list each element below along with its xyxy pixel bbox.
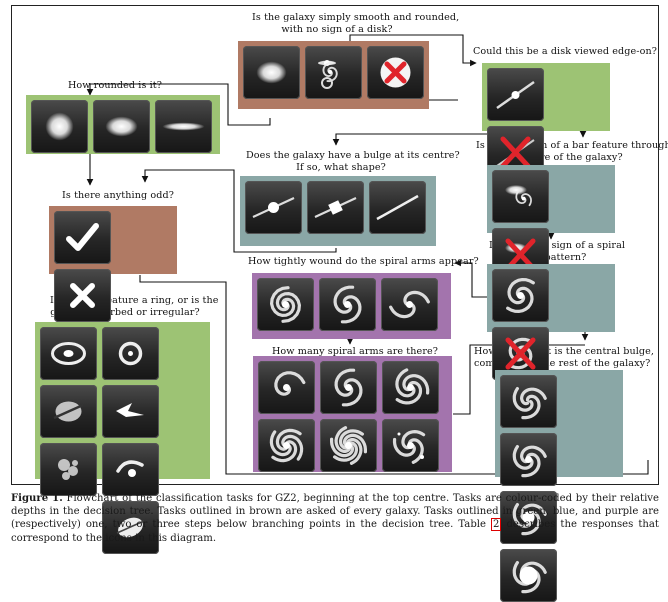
edge-on-yes-icon bbox=[496, 80, 535, 110]
no-bulge-prominence-option[interactable] bbox=[500, 375, 557, 428]
three-arms-icon bbox=[395, 368, 430, 405]
medium-arms-option[interactable] bbox=[319, 278, 376, 331]
figure-caption: Figure 1. Flowchart of the classificatio… bbox=[11, 492, 659, 545]
features-or-disk-option[interactable] bbox=[305, 46, 362, 99]
ring-icon bbox=[51, 342, 86, 365]
spiral-yes-icon bbox=[506, 277, 535, 314]
question-wound: How tightly wound do the spiral arms app… bbox=[248, 256, 479, 267]
bar-yes-option[interactable] bbox=[492, 170, 549, 223]
just-noticeable-bulge-option[interactable] bbox=[500, 433, 557, 486]
question-bar: Is there a sign of a bar feature through… bbox=[476, 140, 668, 163]
no-bulge-option[interactable] bbox=[369, 181, 426, 234]
panel-spiral bbox=[487, 264, 615, 380]
four-arms-option[interactable] bbox=[258, 419, 315, 472]
three-arms-option[interactable] bbox=[382, 361, 439, 414]
odd-yes-option[interactable] bbox=[54, 211, 111, 264]
odd-yes-icon bbox=[66, 223, 99, 251]
dust-lane-icon bbox=[116, 517, 145, 538]
question-rounded: How rounded is it? bbox=[67, 80, 163, 91]
question-odd: Is there anything odd? bbox=[62, 190, 174, 201]
irregular-option[interactable] bbox=[102, 385, 159, 438]
irregular-icon bbox=[116, 403, 144, 417]
more-than-four-arms-icon bbox=[330, 426, 367, 465]
edge-on-yes-option[interactable] bbox=[487, 68, 544, 121]
disturbed-icon bbox=[53, 401, 84, 422]
one-arm-icon bbox=[274, 371, 306, 396]
panel-rounded bbox=[26, 95, 220, 154]
dominant-bulge-icon bbox=[512, 561, 547, 594]
question-edgeon: Could this be a disk viewed edge-on? bbox=[472, 46, 658, 57]
one-arm-option[interactable] bbox=[258, 361, 315, 414]
more-than-four-arms-option[interactable] bbox=[320, 419, 377, 472]
obvious-bulge-option[interactable] bbox=[500, 491, 557, 544]
caption-text-end: describes the responses that correspond … bbox=[11, 519, 659, 544]
panel-smooth bbox=[238, 41, 429, 109]
loose-arms-option[interactable] bbox=[381, 278, 438, 331]
cigar-shaped-option[interactable] bbox=[155, 100, 212, 153]
panel-prominence bbox=[495, 370, 623, 602]
panel-bulge-shape bbox=[240, 176, 436, 246]
panel-bar bbox=[487, 165, 615, 281]
two-arms-icon bbox=[334, 368, 363, 407]
question-arms: How many spiral arms are there? bbox=[271, 346, 439, 357]
two-arms-option[interactable] bbox=[320, 361, 377, 414]
ring-option[interactable] bbox=[40, 327, 97, 380]
star-or-artifact-option[interactable] bbox=[367, 46, 424, 99]
in-between-icon bbox=[105, 116, 138, 137]
merger-option[interactable] bbox=[102, 443, 159, 496]
odd-no-icon bbox=[70, 283, 95, 308]
four-arms-icon bbox=[269, 428, 304, 463]
cigar-shaped-icon bbox=[162, 122, 205, 131]
boxy-bulge-icon bbox=[314, 197, 357, 218]
question-prominence: How prominent is the central bulge,compa… bbox=[474, 346, 655, 369]
obvious-bulge-icon bbox=[512, 503, 547, 536]
panel-odd-feature bbox=[35, 322, 210, 554]
caption-text: Flowchart of the classification tasks fo… bbox=[11, 493, 659, 531]
bar-yes-icon bbox=[505, 185, 532, 207]
other-feature-icon bbox=[58, 459, 78, 480]
completely-round-icon bbox=[45, 112, 74, 141]
odd-no-option[interactable] bbox=[54, 269, 111, 322]
caption-label: Figure 1. bbox=[11, 493, 63, 504]
panel-wound bbox=[252, 273, 451, 339]
completely-round-option[interactable] bbox=[31, 100, 88, 153]
spiral-yes-option[interactable] bbox=[492, 269, 549, 322]
features-or-disk-icon bbox=[318, 60, 338, 89]
table-reference-link[interactable]: 2 bbox=[491, 518, 502, 532]
panel-odd bbox=[49, 206, 177, 322]
rounded-bulge-icon bbox=[252, 197, 295, 218]
cant-tell-arms-icon bbox=[392, 429, 426, 464]
other-feature-option[interactable] bbox=[40, 443, 97, 496]
lens-or-arc-icon bbox=[118, 341, 143, 366]
disturbed-option[interactable] bbox=[40, 385, 97, 438]
question-smooth: Is the galaxy simply smooth and rounded,… bbox=[252, 12, 460, 35]
panel-edgeon bbox=[482, 63, 610, 179]
edge-on-no-icon bbox=[496, 136, 535, 169]
smooth-galaxy-option[interactable] bbox=[243, 46, 300, 99]
panel-arms bbox=[253, 356, 452, 472]
rounded-bulge-option[interactable] bbox=[245, 181, 302, 234]
smooth-galaxy-icon bbox=[256, 61, 287, 84]
spiral-no-icon bbox=[505, 337, 536, 370]
merger-icon bbox=[116, 460, 144, 477]
no-bulge-prominence-icon bbox=[512, 387, 547, 420]
in-between-option[interactable] bbox=[93, 100, 150, 153]
question-bulge-shape: Does the galaxy have a bulge at its cent… bbox=[246, 150, 460, 173]
lens-or-arc-option[interactable] bbox=[102, 327, 159, 380]
star-or-artifact-icon bbox=[380, 57, 411, 88]
loose-arms-icon bbox=[389, 290, 430, 319]
just-noticeable-bulge-icon bbox=[512, 445, 547, 478]
cant-tell-arms-option[interactable] bbox=[382, 419, 439, 472]
no-bulge-icon bbox=[376, 194, 419, 221]
medium-arms-icon bbox=[333, 285, 362, 324]
dominant-bulge-option[interactable] bbox=[500, 549, 557, 602]
figure-frame bbox=[11, 5, 659, 485]
boxy-bulge-option[interactable] bbox=[307, 181, 364, 234]
tight-arms-option[interactable] bbox=[257, 278, 314, 331]
tight-arms-icon bbox=[269, 286, 302, 323]
